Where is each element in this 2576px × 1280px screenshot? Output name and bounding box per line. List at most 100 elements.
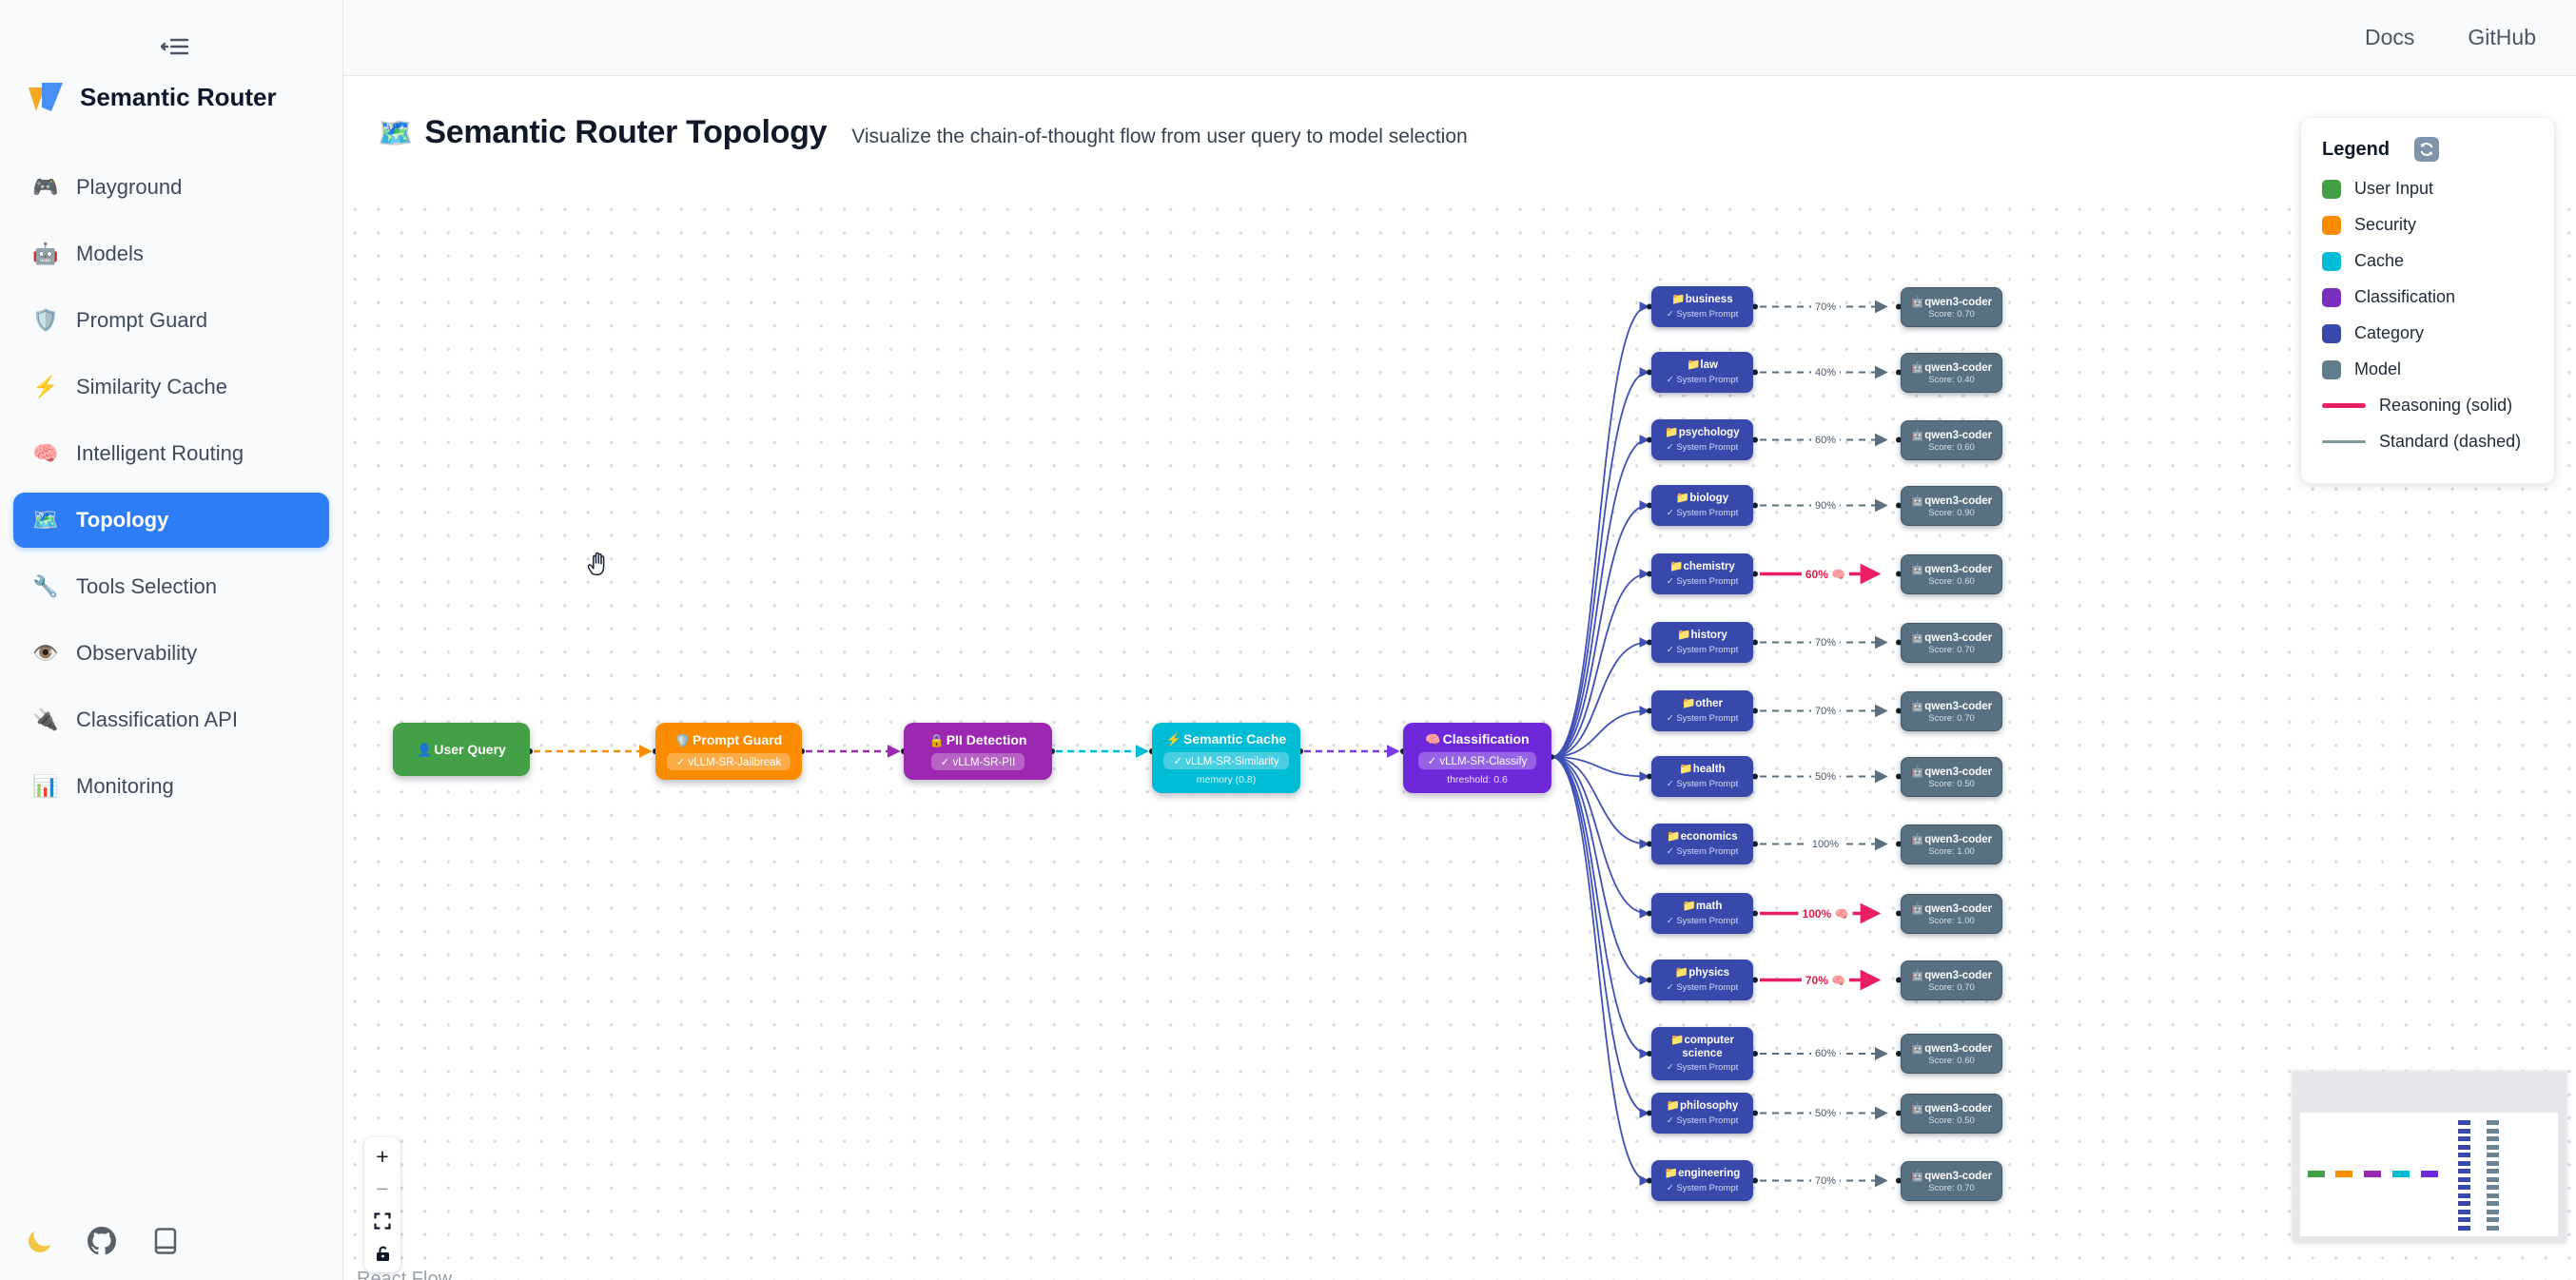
user-query-node[interactable]: 👤User Query xyxy=(393,723,530,776)
top-link-docs[interactable]: Docs xyxy=(2365,25,2415,49)
page-subtitle: Visualize the chain-of-thought flow from… xyxy=(851,126,1468,147)
sidebar-item-playground[interactable]: 🎮Playground xyxy=(13,160,329,215)
category-node-economics[interactable]: 📁economics✓ System Prompt xyxy=(1651,824,1753,864)
category-node-biology[interactable]: 📁biology✓ System Prompt xyxy=(1651,485,1753,526)
pii-detection-icon: 🔒 xyxy=(928,733,945,747)
app-title: Semantic Router xyxy=(80,82,277,111)
category-node-physics[interactable]: 📁physics✓ System Prompt xyxy=(1651,960,1753,1000)
model-score: Score: 0.90 xyxy=(1928,508,1975,518)
minimap-semantic-cache xyxy=(2392,1171,2410,1177)
minimap-model xyxy=(2487,1144,2499,1150)
category-system-prompt: ✓ System Prompt xyxy=(1666,1182,1739,1193)
model-title: 🤖qwen3-coder xyxy=(1911,494,1992,507)
model-label: qwen3-coder xyxy=(1924,362,1993,374)
model-score: Score: 0.70 xyxy=(1928,982,1975,993)
edge-label-psychology: 60% xyxy=(1810,434,1841,446)
category-node-computer-science[interactable]: 📁computer science✓ System Prompt xyxy=(1651,1027,1753,1080)
category-node-psychology[interactable]: 📁psychology✓ System Prompt xyxy=(1651,419,1753,460)
model-label: qwen3-coder xyxy=(1924,1043,1993,1055)
edge-label-health: 50% xyxy=(1810,770,1841,783)
sidebar-item-topology[interactable]: 🗺️Topology xyxy=(13,493,329,548)
sidebar-item-prompt-guard[interactable]: 🛡️Prompt Guard xyxy=(13,293,329,348)
category-node-health[interactable]: 📁health✓ System Prompt xyxy=(1651,756,1753,797)
minimap-model xyxy=(2487,1136,2499,1141)
minimap-category xyxy=(2458,1144,2470,1150)
prompt-guard-node[interactable]: 🛡️Prompt Guard✓ vLLM-SR-Jailbreak xyxy=(655,723,802,780)
top-link-github[interactable]: GitHub xyxy=(2468,25,2536,49)
category-title: 📁economics xyxy=(1667,831,1737,844)
category-system-prompt: ✓ System Prompt xyxy=(1666,915,1739,926)
category-node-other[interactable]: 📁other✓ System Prompt xyxy=(1651,690,1753,731)
category-title: 📁computer science xyxy=(1655,1035,1749,1059)
category-node-math[interactable]: 📁math✓ System Prompt xyxy=(1651,893,1753,934)
model-label: qwen3-coder xyxy=(1924,1171,1993,1182)
category-node-chemistry[interactable]: 📁chemistry✓ System Prompt xyxy=(1651,553,1753,594)
edge-label-other: 70% xyxy=(1810,705,1841,717)
docs-book-icon[interactable] xyxy=(152,1227,179,1255)
reactflow-attribution: React Flow xyxy=(357,1269,453,1280)
category-node-engineering[interactable]: 📁engineering✓ System Prompt xyxy=(1651,1160,1753,1201)
robot-icon: 🤖 xyxy=(1910,766,1925,778)
sidebar-footer xyxy=(29,1227,179,1255)
minimap-model xyxy=(2487,1153,2499,1157)
sidebar-item-models[interactable]: 🤖Models xyxy=(13,226,329,281)
pii-detection-node[interactable]: 🔒PII Detection✓ vLLM-SR-PII xyxy=(904,723,1052,780)
zoom-out-button[interactable]: − xyxy=(376,1175,389,1201)
category-node-law[interactable]: 📁law✓ System Prompt xyxy=(1651,352,1753,393)
minimap[interactable] xyxy=(2293,1071,2566,1242)
theme-toggle-moon-icon[interactable] xyxy=(26,1227,53,1254)
category-label: physics xyxy=(1688,967,1730,979)
refresh-icon[interactable] xyxy=(2414,137,2440,162)
minimap-model xyxy=(2487,1201,2499,1206)
folder-icon: 📁 xyxy=(1665,427,1679,439)
sidebar-item-classification-api[interactable]: 🔌Classification API xyxy=(13,692,329,747)
sidebar-item-observability[interactable]: 👁️Observability xyxy=(13,626,329,681)
sidebar-collapse-button[interactable] xyxy=(152,30,198,63)
sidebar-item-tools-selection[interactable]: 🔧Tools Selection xyxy=(13,559,329,614)
lock-toggle-button[interactable] xyxy=(368,1239,397,1268)
sidebar-item-intelligent-routing[interactable]: 🧠Intelligent Routing xyxy=(13,426,329,481)
category-system-prompt: ✓ System Prompt xyxy=(1666,441,1739,453)
category-node-philosophy[interactable]: 📁philosophy✓ System Prompt xyxy=(1651,1093,1753,1134)
sidebar-item-label: Observability xyxy=(76,641,198,665)
robot-icon: 🤖 xyxy=(1910,1103,1925,1115)
category-system-prompt: ✓ System Prompt xyxy=(1666,644,1739,655)
sidebar-item-monitoring[interactable]: 📊Monitoring xyxy=(13,759,329,814)
github-icon[interactable] xyxy=(88,1227,116,1255)
semantic-cache-subtext: memory (0.8) xyxy=(1196,773,1257,785)
map-icon: 🗺️ xyxy=(378,118,414,149)
sidebar-item-label: Monitoring xyxy=(76,774,174,798)
edge-label-math: 100% 🧠 xyxy=(1798,906,1853,921)
tools-selection-icon: 🔧 xyxy=(32,574,59,598)
zoom-in-button[interactable]: + xyxy=(376,1143,389,1169)
fit-view-button[interactable] xyxy=(368,1207,397,1235)
category-label: business xyxy=(1685,294,1733,306)
minimap-model xyxy=(2487,1160,2499,1166)
category-node-history[interactable]: 📁history✓ System Prompt xyxy=(1651,622,1753,663)
flow-canvas[interactable]: 🗺️ Semantic Router Topology Visualize th… xyxy=(343,76,2576,1280)
pii-detection-label: PII Detection xyxy=(946,732,1027,747)
robot-icon: 🤖 xyxy=(1910,1043,1925,1055)
sidebar-item-label: Models xyxy=(76,242,144,265)
category-node-business[interactable]: 📁business✓ System Prompt xyxy=(1651,286,1753,327)
semantic-cache-label: Semantic Cache xyxy=(1183,730,1287,747)
sidebar-item-similarity-cache[interactable]: ⚡Similarity Cache xyxy=(13,359,329,415)
category-title: 📁business xyxy=(1671,294,1732,306)
app-logo: Semantic Router xyxy=(27,80,277,114)
